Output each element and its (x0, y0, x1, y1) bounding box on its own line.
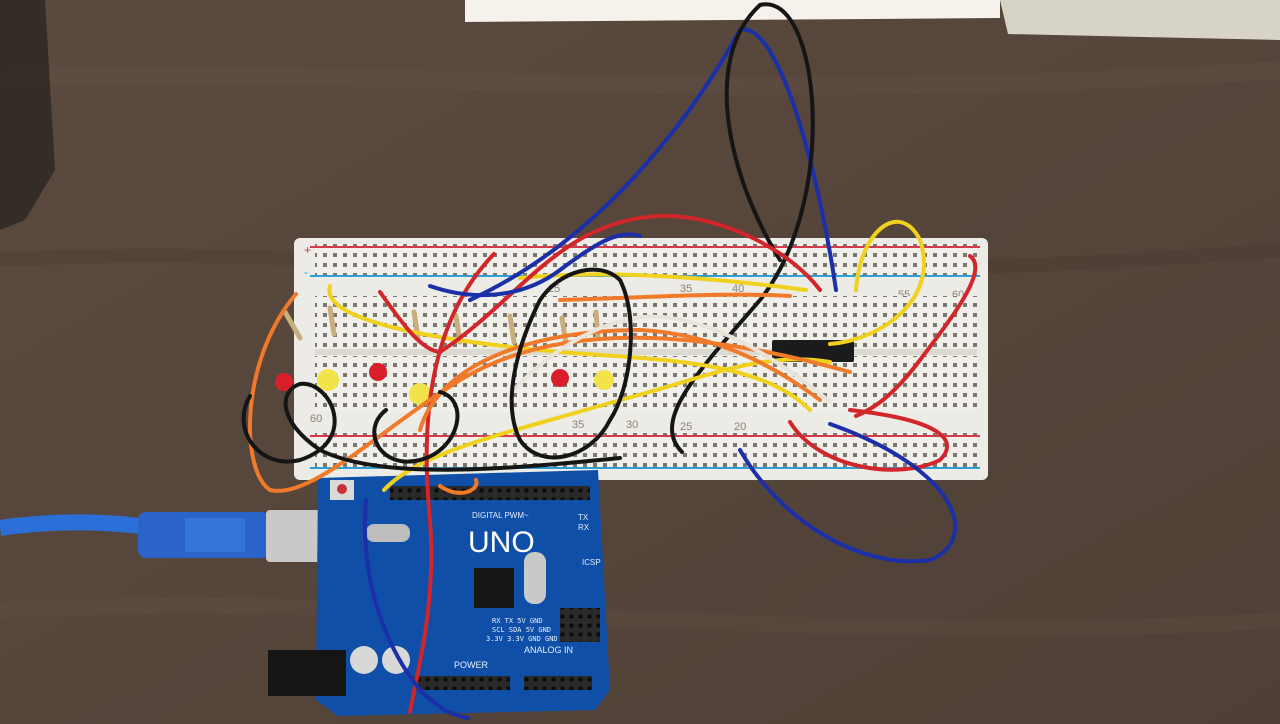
top-col-number: 35 (680, 283, 692, 295)
led-yellow (594, 370, 614, 390)
rail-minus-top: - (304, 265, 308, 279)
led-red (551, 369, 569, 387)
digital-header (390, 486, 590, 500)
icsp-header (560, 608, 600, 642)
analog-header (524, 676, 592, 690)
wire-blue (428, 232, 642, 298)
wire-orange (248, 292, 852, 493)
power-jack (268, 650, 346, 696)
wire-blue (362, 498, 470, 720)
microcontroller (474, 568, 514, 608)
pin-row-3: 3.3V 3.3V GND GND (486, 635, 558, 643)
bottom-col-number: 20 (734, 421, 746, 433)
book (465, 0, 1280, 40)
power-header (414, 676, 510, 690)
digital-label: DIGITAL PWM~ (472, 511, 529, 520)
wire-orange (438, 478, 479, 495)
wire-orange (558, 292, 792, 302)
analog-label: ANALOG IN (524, 645, 573, 655)
rail-plus-top: + (304, 243, 311, 257)
bottom-col-number: 30 (626, 419, 638, 431)
leds (275, 363, 614, 405)
crystal (366, 524, 410, 542)
wire-red (854, 254, 978, 418)
wire-white (510, 314, 832, 404)
bottom-col-number: 35 (572, 419, 584, 431)
wire-black (241, 381, 622, 472)
led-yellow (409, 383, 431, 405)
top-col-number: 40 (732, 283, 744, 295)
capacitor (350, 646, 378, 674)
crystal (524, 552, 546, 604)
arduino-uno-board: UNO DIGITAL PWM~ TX RX ICSP RX TX 5V GND… (268, 470, 610, 716)
resistors (282, 305, 601, 347)
wire-black (372, 390, 460, 464)
led-yellow (317, 369, 339, 391)
wire-black (670, 2, 815, 454)
uno-logo-text: UNO (468, 526, 535, 559)
pin-row-1: RX TX 5V GND (492, 617, 543, 625)
rx-label: RX (578, 523, 590, 532)
icsp-label: ICSP (582, 558, 601, 567)
bottom-col-number: 60 (310, 413, 322, 425)
wire-red (788, 408, 950, 472)
wire-blue (738, 422, 958, 564)
led-red (275, 373, 293, 391)
pin-row-2: SCL SDA 5V GND (492, 626, 551, 634)
tx-label: TX (578, 513, 589, 522)
power-label: POWER (454, 660, 489, 670)
wire-yellow (828, 219, 926, 346)
dark-object (0, 0, 55, 230)
bottom-col-number: 25 (680, 421, 692, 433)
wire-black (509, 267, 633, 460)
jumper-wires (241, 2, 978, 720)
wire-orange (418, 327, 822, 432)
led-red (369, 363, 387, 381)
wire-red (378, 213, 822, 355)
wire-red (408, 252, 496, 714)
